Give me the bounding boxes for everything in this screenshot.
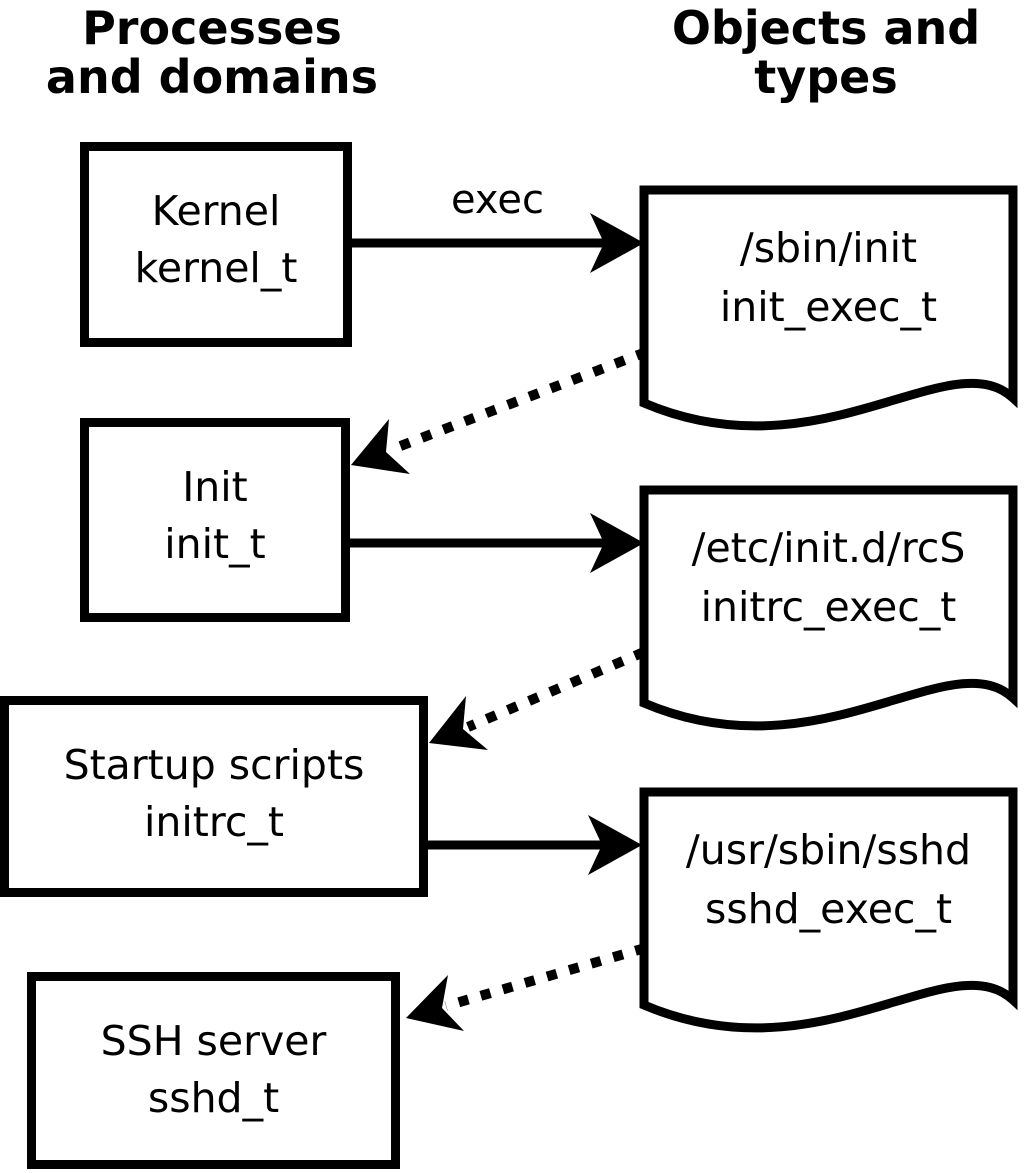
process-domain-type: kernel_t [134,244,298,292]
object-file-type: sshd_exec_t [704,885,953,933]
object-file-type: initrc_exec_t [700,583,957,631]
exec-arrow-startup-to-sshd [428,815,642,875]
left-column-header: Processes and domains [12,4,412,102]
process-domain-type: initrc_t [144,798,284,846]
object-file-type: init_exec_t [719,283,938,331]
exec-arrow-init-to-rcs [350,513,644,573]
object-path: /etc/init.d/rcS [691,524,966,572]
object-path: /sbin/init [739,224,918,272]
object-label-etc-initd-rcs: /etc/init.d/rcS initrc_exec_t [640,519,1017,637]
transition-arrow-to-startup-scripts [429,647,646,750]
object-label-usr-sbin-sshd: /usr/sbin/sshd sshd_exec_t [640,821,1017,939]
process-name: Kernel [151,187,281,235]
object-label-sbin-init: /sbin/init init_exec_t [640,219,1017,337]
header-line: Objects and [671,1,981,55]
exec-arrow-label: exec [451,177,544,223]
right-column-header: Objects and types [628,4,1024,102]
header-line: and domains [45,50,379,104]
process-label-startup-scripts: Startup scripts initrc_t [0,737,428,851]
process-name: Startup scripts [63,741,365,789]
process-label-init: Init init_t [80,459,350,573]
process-box-ssh-server [27,972,400,1169]
process-domain-type: sshd_t [147,1074,280,1122]
process-name: Init [182,463,248,511]
header-line: Processes [82,1,342,55]
object-path: /usr/sbin/sshd [685,826,972,874]
process-label-ssh-server: SSH server sshd_t [27,1013,400,1127]
transition-arrow-to-ssh-server [406,943,647,1031]
header-line: types [754,50,898,104]
process-name: SSH server [100,1017,327,1065]
process-label-kernel: Kernel kernel_t [80,183,352,297]
process-box-startup-scripts [0,696,428,897]
process-domain-type: init_t [164,520,266,568]
process-box-kernel [80,142,352,347]
process-box-init [80,418,350,622]
transition-arrow-to-init [351,347,648,474]
